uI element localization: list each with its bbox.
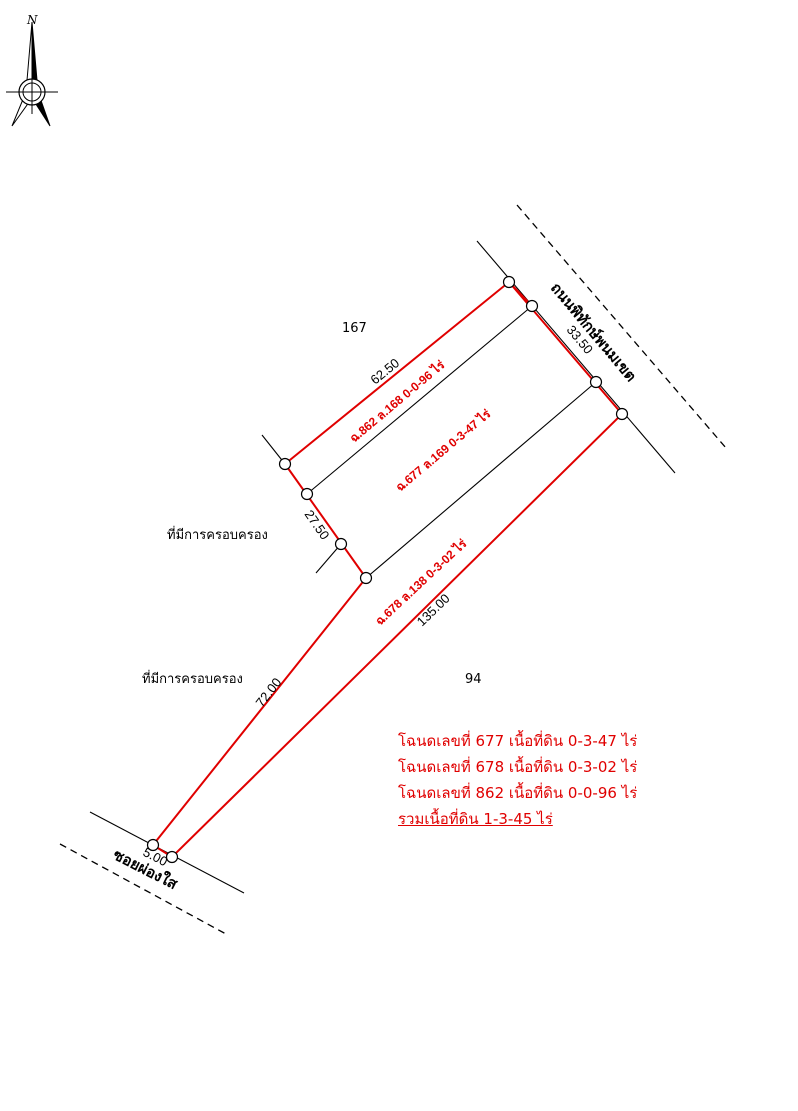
boundary-pin: [300, 487, 314, 501]
boundary-pin: [615, 407, 629, 421]
neighbor-parcel-94: 94: [465, 672, 482, 687]
soi-road-line: [59, 843, 227, 935]
summary-deed-677: โฉนดเลขที่ 677 เนื้อที่ดิน 0-3-47 ไร่: [398, 732, 638, 750]
left-boundary-ext: [261, 434, 286, 465]
boundary-pin: [165, 850, 179, 864]
occupied-land-label: ที่มีการครอบครอง: [142, 670, 243, 687]
soi-boundary-line: [89, 811, 245, 894]
north-label: N: [26, 13, 38, 27]
summary-deed-678: โฉนดเลขที่ 678 เนื้อที่ดิน 0-3-02 ไร่: [398, 758, 638, 776]
boundary-pin: [334, 537, 348, 551]
boundary-pin: [589, 375, 603, 389]
summary-total: รวมเนื้อที่ดิน 1-3-45 ไร่: [398, 810, 553, 828]
dimension-diagonal-left: 72.00: [253, 675, 285, 710]
left-boundary-ext-2: [315, 543, 342, 574]
boundary-pin: [359, 571, 373, 585]
area-summary: โฉนดเลขที่ 677 เนื้อที่ดิน 0-3-47 ไร่ โฉ…: [398, 728, 637, 832]
division-line-677-678: [365, 381, 597, 579]
boundary-pins: [146, 275, 629, 864]
summary-deed-862: โฉนดเลขที่ 862 เนื้อที่ดิน 0-0-96 ไร่: [398, 784, 638, 802]
main-road-label: ถนนพิทักษ์พนมเขต: [547, 279, 640, 385]
boundary-pin: [146, 838, 160, 852]
main-road-line: [516, 204, 727, 449]
boundary-pin: [278, 457, 292, 471]
dimension-long: 135.00: [414, 591, 453, 629]
occupied-land-label: ที่มีการครอบครอง: [167, 526, 268, 543]
neighbor-parcel-167: 167: [342, 321, 367, 336]
north-arrow-icon: [6, 21, 58, 127]
boundary-pin: [502, 275, 516, 289]
division-line-862-677: [306, 305, 533, 495]
parcel-677-label: ฉ.677 ล.169 0-3-47 ไร่: [392, 406, 494, 495]
boundary-pin: [525, 299, 539, 313]
road-boundary-line: [476, 240, 676, 474]
